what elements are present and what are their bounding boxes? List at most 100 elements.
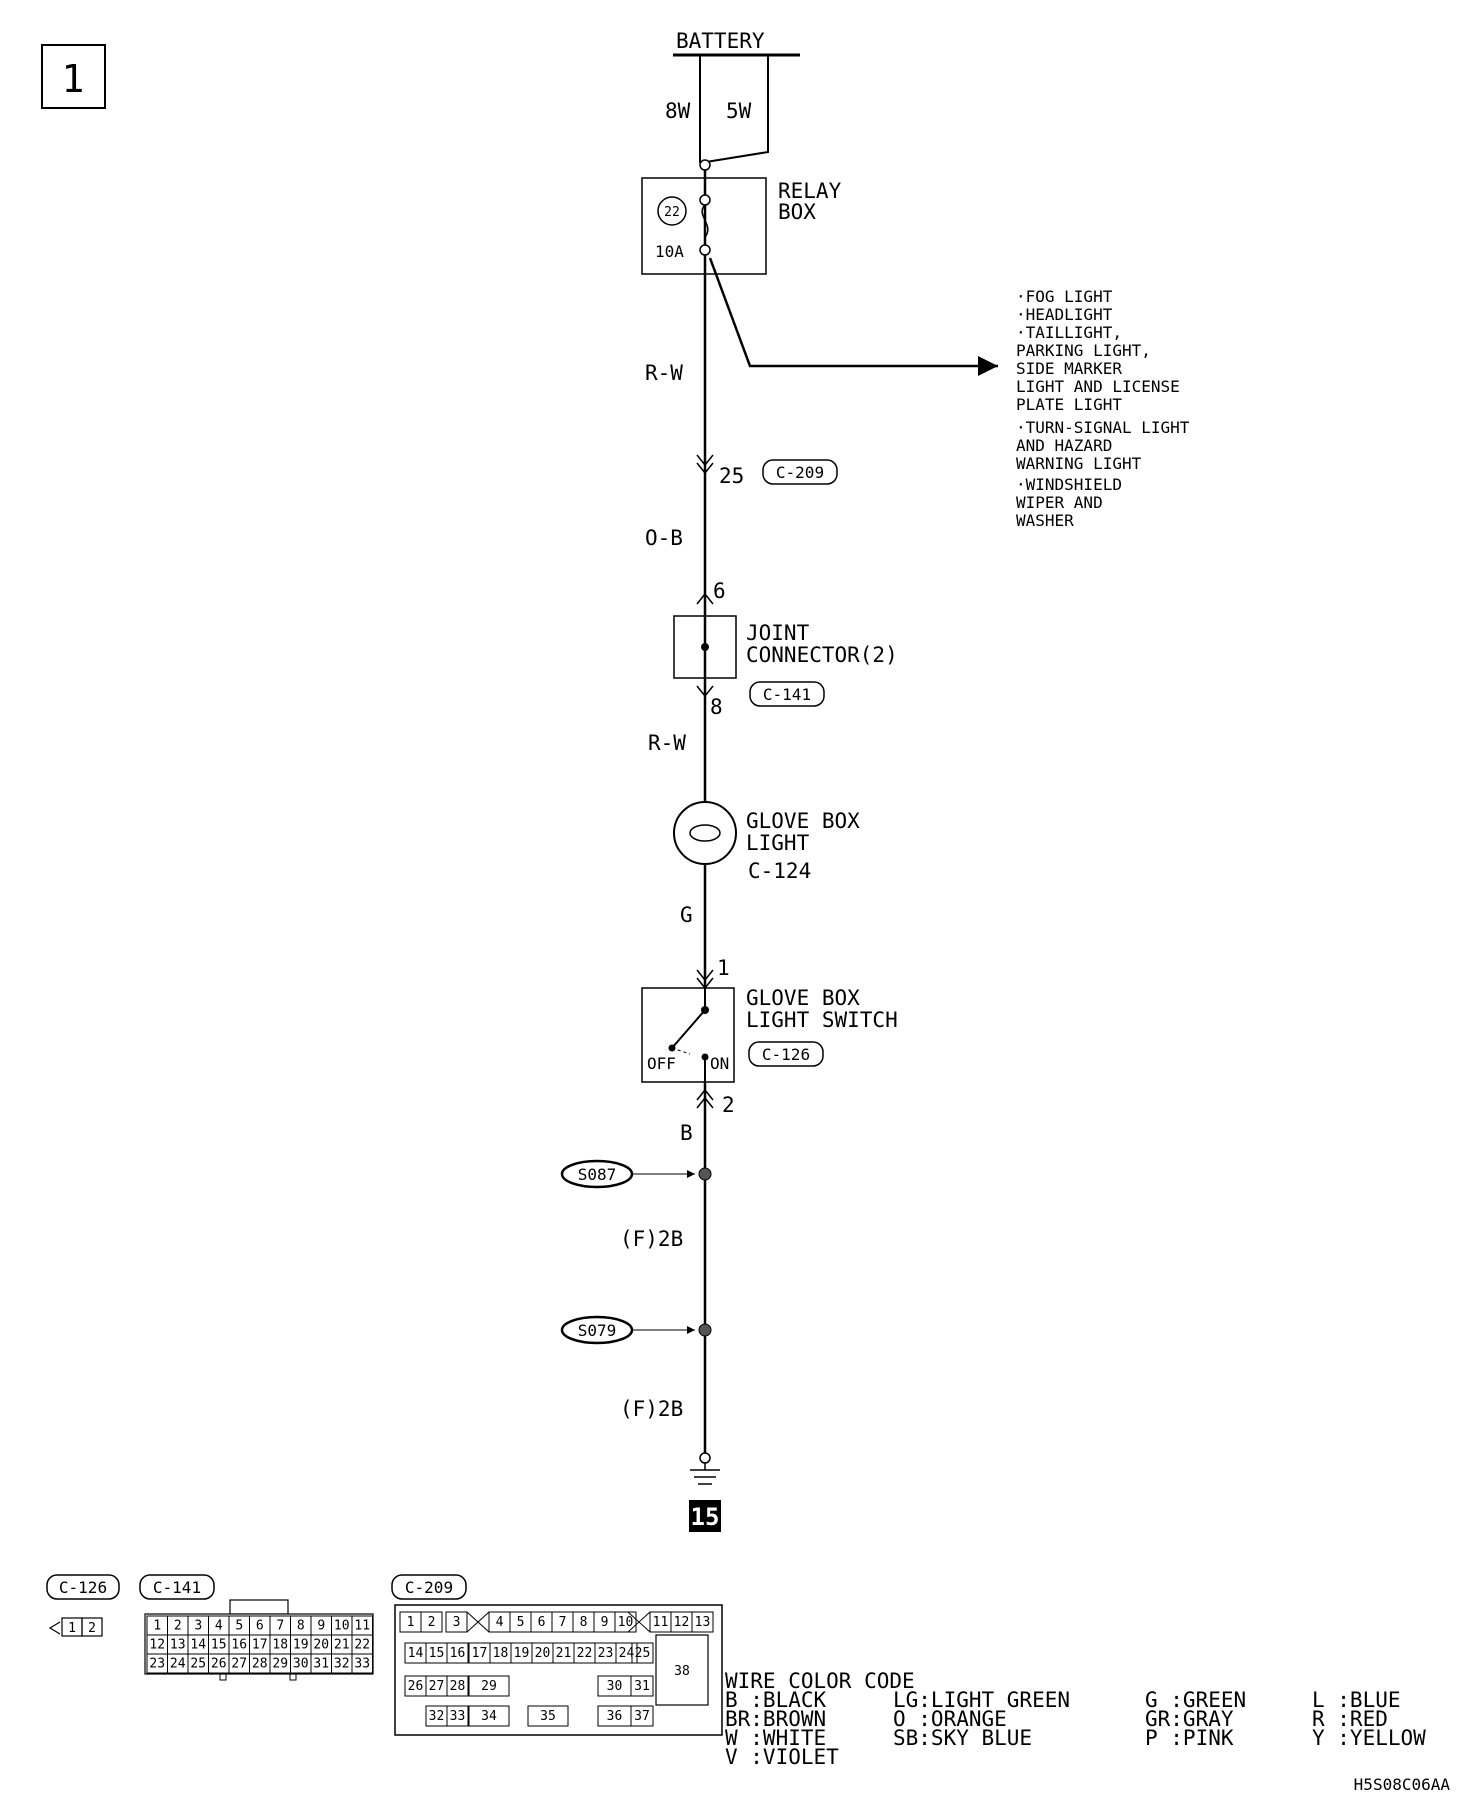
c141-view-label: C-141: [153, 1578, 201, 1597]
relay-fuse-rating: 10A: [655, 242, 684, 261]
splice-s079-label: S079: [578, 1321, 617, 1340]
pin-number: 10: [334, 1619, 350, 1634]
pin-cell: [446, 1705, 469, 1727]
c126-pin: 2: [88, 1621, 96, 1636]
pin-number: 2: [174, 1619, 182, 1634]
pin-number: 2: [428, 1615, 436, 1630]
pin-number: 4: [215, 1619, 223, 1634]
pin-cell: [446, 1675, 469, 1697]
pin-number: 6: [256, 1619, 264, 1634]
pin-cell: [614, 1611, 637, 1633]
c126-view-label: C-126: [59, 1578, 107, 1597]
pin-number: 14: [190, 1638, 206, 1653]
switch-on-label: ON: [710, 1054, 729, 1073]
splice-s079: S079: [560, 1315, 712, 1345]
pin-number: 26: [211, 1657, 227, 1672]
load-item: LIGHT AND LICENSE: [1016, 377, 1180, 396]
relay-box: 22 10A RELAY BOX: [641, 159, 842, 275]
light-connector: C-124: [748, 859, 811, 883]
pin-number: 9: [601, 1615, 609, 1630]
relay-box-label-1: RELAY: [778, 179, 842, 203]
load-item: SIDE MARKER: [1016, 359, 1122, 378]
legend-entry: O :ORANGE: [893, 1707, 1007, 1731]
pin-number: 13: [170, 1638, 186, 1653]
c209-connector-label: C-209: [776, 463, 824, 482]
legend-entry: BR:BROWN: [725, 1707, 826, 1731]
sw-pin-out: 2: [722, 1093, 735, 1117]
legend-entry: Y :YELLOW: [1312, 1726, 1426, 1750]
pin-number: 16: [231, 1638, 247, 1653]
battery-label: BATTERY: [676, 29, 765, 53]
legend-entry: LG:LIGHT GREEN: [893, 1688, 1070, 1712]
switch-label-1: GLOVE BOX: [746, 986, 860, 1010]
legend-title: WIRE COLOR CODE: [725, 1669, 915, 1693]
pin-number: 31: [313, 1657, 329, 1672]
pin-cell: [630, 1705, 654, 1727]
pin-number: 19: [293, 1638, 309, 1653]
jc-label-2: CONNECTOR(2): [746, 643, 898, 667]
jc-pin-in: 6: [713, 579, 726, 603]
fuse-8w-label: 8W: [665, 99, 691, 123]
pin-number: 33: [450, 1709, 466, 1724]
c209-pin-big: 38: [674, 1664, 690, 1679]
pin-number: 25: [190, 1657, 206, 1672]
legend-entry: P :PINK: [1145, 1726, 1234, 1750]
page-number: 1: [62, 57, 85, 101]
pin-number: 7: [276, 1619, 284, 1634]
pin-number: 5: [235, 1619, 243, 1634]
pin-number: 17: [252, 1638, 268, 1653]
pin-number: 11: [653, 1615, 669, 1630]
pin-number: 12: [674, 1615, 690, 1630]
c209-pin-marker: 25 C-209: [696, 454, 838, 488]
pin-number: 20: [313, 1638, 329, 1653]
load-item: ·WINDSHIELD: [1016, 475, 1122, 494]
switch-label-2: LIGHT SWITCH: [746, 1008, 898, 1032]
load-item: WIPER AND: [1016, 493, 1103, 512]
splice-s087-label: S087: [578, 1165, 617, 1184]
wire-color-rw-mid: R-W: [648, 731, 686, 755]
pin-number: 3: [453, 1615, 461, 1630]
pin-number: 3: [194, 1619, 202, 1634]
legend-entry: L :BLUE: [1312, 1688, 1401, 1712]
pin-number: 6: [538, 1615, 546, 1630]
pin-cell: [631, 1642, 654, 1664]
glove-box-light: GLOVE BOX LIGHT C-124: [673, 801, 860, 883]
pin-number: 15: [429, 1646, 445, 1661]
legend-entry: B :BLACK: [725, 1688, 827, 1712]
legend-entry: R :RED: [1312, 1707, 1388, 1731]
pin-number: 26: [408, 1679, 424, 1694]
pin-number: 16: [450, 1646, 466, 1661]
fuse-5w-label: 5W: [726, 99, 752, 123]
wire-color-g: G: [680, 903, 693, 927]
pin-number: 1: [153, 1619, 161, 1634]
pin-number: 24: [170, 1657, 186, 1672]
load-item: ·FOG LIGHT: [1016, 287, 1113, 306]
pin-number: 33: [354, 1657, 370, 1672]
c126-connector-view: C-126 1 2: [46, 1574, 120, 1637]
pin-number: 21: [556, 1646, 572, 1661]
figure-code: H5S08C06AA: [1354, 1775, 1451, 1794]
pin-number: 10: [618, 1615, 634, 1630]
pin-number: 37: [634, 1709, 650, 1724]
switch-off-label: OFF: [647, 1054, 676, 1073]
legend-entry: V :VIOLET: [725, 1745, 839, 1769]
pin-cell: [615, 1642, 638, 1664]
c209-view-label: C-209: [405, 1578, 453, 1597]
pin-number: 32: [334, 1657, 350, 1672]
legend-entry: G :GREEN: [1145, 1688, 1246, 1712]
load-item: ·TURN-SIGNAL LIGHT: [1016, 418, 1190, 437]
c126-pin: 1: [68, 1621, 76, 1636]
load-item: AND HAZARD: [1016, 436, 1112, 455]
pin-number: 28: [252, 1657, 268, 1672]
glove-box-light-switch: 1 OFF ON GLOVE BOX LIGHT SWITCH C-126 2: [641, 956, 898, 1117]
pin-number: 30: [293, 1657, 309, 1672]
pin-number: 7: [559, 1615, 567, 1630]
pin-cell: [420, 1611, 443, 1633]
pin-number: 30: [607, 1679, 623, 1694]
pin-number: 29: [272, 1657, 288, 1672]
pin-number: 27: [231, 1657, 247, 1672]
pin-number: 34: [481, 1709, 497, 1724]
